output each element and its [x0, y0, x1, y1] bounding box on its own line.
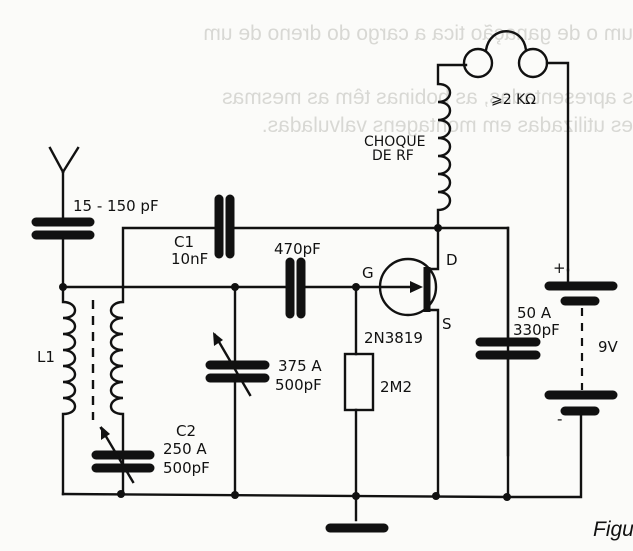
fet-part-number: 2N3819	[364, 329, 423, 347]
junction-dot	[503, 493, 511, 501]
fet-source-pin: S	[442, 315, 452, 333]
bypass-cap-type: 50 A	[517, 304, 552, 322]
c2-name: C2	[176, 422, 196, 440]
c2-value: 500pF	[163, 459, 210, 477]
antenna-icon	[48, 146, 80, 220]
fet-gate-pin: G	[362, 264, 374, 282]
c1-name: C1	[174, 233, 194, 251]
battery-plus: +	[553, 259, 566, 277]
fet-transistor	[378, 226, 440, 496]
battery-icon	[506, 268, 618, 499]
l1-coil	[61, 285, 125, 496]
figure-caption: Figu	[593, 518, 633, 541]
rf-choke-label-2: DE RF	[372, 148, 414, 164]
junction-dot	[352, 492, 360, 500]
battery-voltage: 9V	[598, 338, 619, 356]
junction-dot	[231, 491, 239, 499]
battery-minus: -	[557, 410, 562, 428]
antenna-trimmer-label: 15 - 150 pF	[73, 197, 159, 215]
ghost-line: s apresentadas, as bobinas têm as mesmas	[222, 86, 633, 109]
headphones-impedance-label: ⩾2 KΩ	[491, 92, 536, 108]
bypass-capacitor	[475, 226, 541, 499]
ghost-line: es utilizadas em montagens valvuladas.	[262, 114, 633, 137]
ghost-line: um o de ganação tica a cargo do dreno de…	[203, 22, 633, 45]
rf-choke-label-1: CHOQUE	[364, 134, 425, 150]
junction-dot	[432, 492, 440, 500]
rf-choke-coil	[436, 63, 468, 230]
antenna-trimmer-capacitor	[31, 217, 95, 289]
tuning-cap-value: 500pF	[275, 376, 322, 394]
bypass-cap-value: 330pF	[513, 321, 560, 339]
gate-resistor	[343, 285, 375, 522]
coupling-cap-value: 470pF	[274, 240, 321, 258]
c2-type: 250 A	[163, 440, 207, 458]
junction-dot	[117, 490, 125, 498]
l1-label: L1	[37, 348, 55, 366]
fet-drain-pin: D	[446, 251, 458, 269]
show-through-text: um o de ganação tica a cargo do dreno de…	[203, 22, 633, 137]
gate-resistor-value: 2M2	[380, 378, 412, 396]
c1-value: 10nF	[171, 250, 208, 268]
tuning-cap-type: 375 A	[278, 357, 322, 375]
c2-variable-capacitor	[91, 426, 155, 484]
headphones-icon	[462, 30, 570, 272]
tuning-variable-capacitor	[205, 285, 270, 496]
